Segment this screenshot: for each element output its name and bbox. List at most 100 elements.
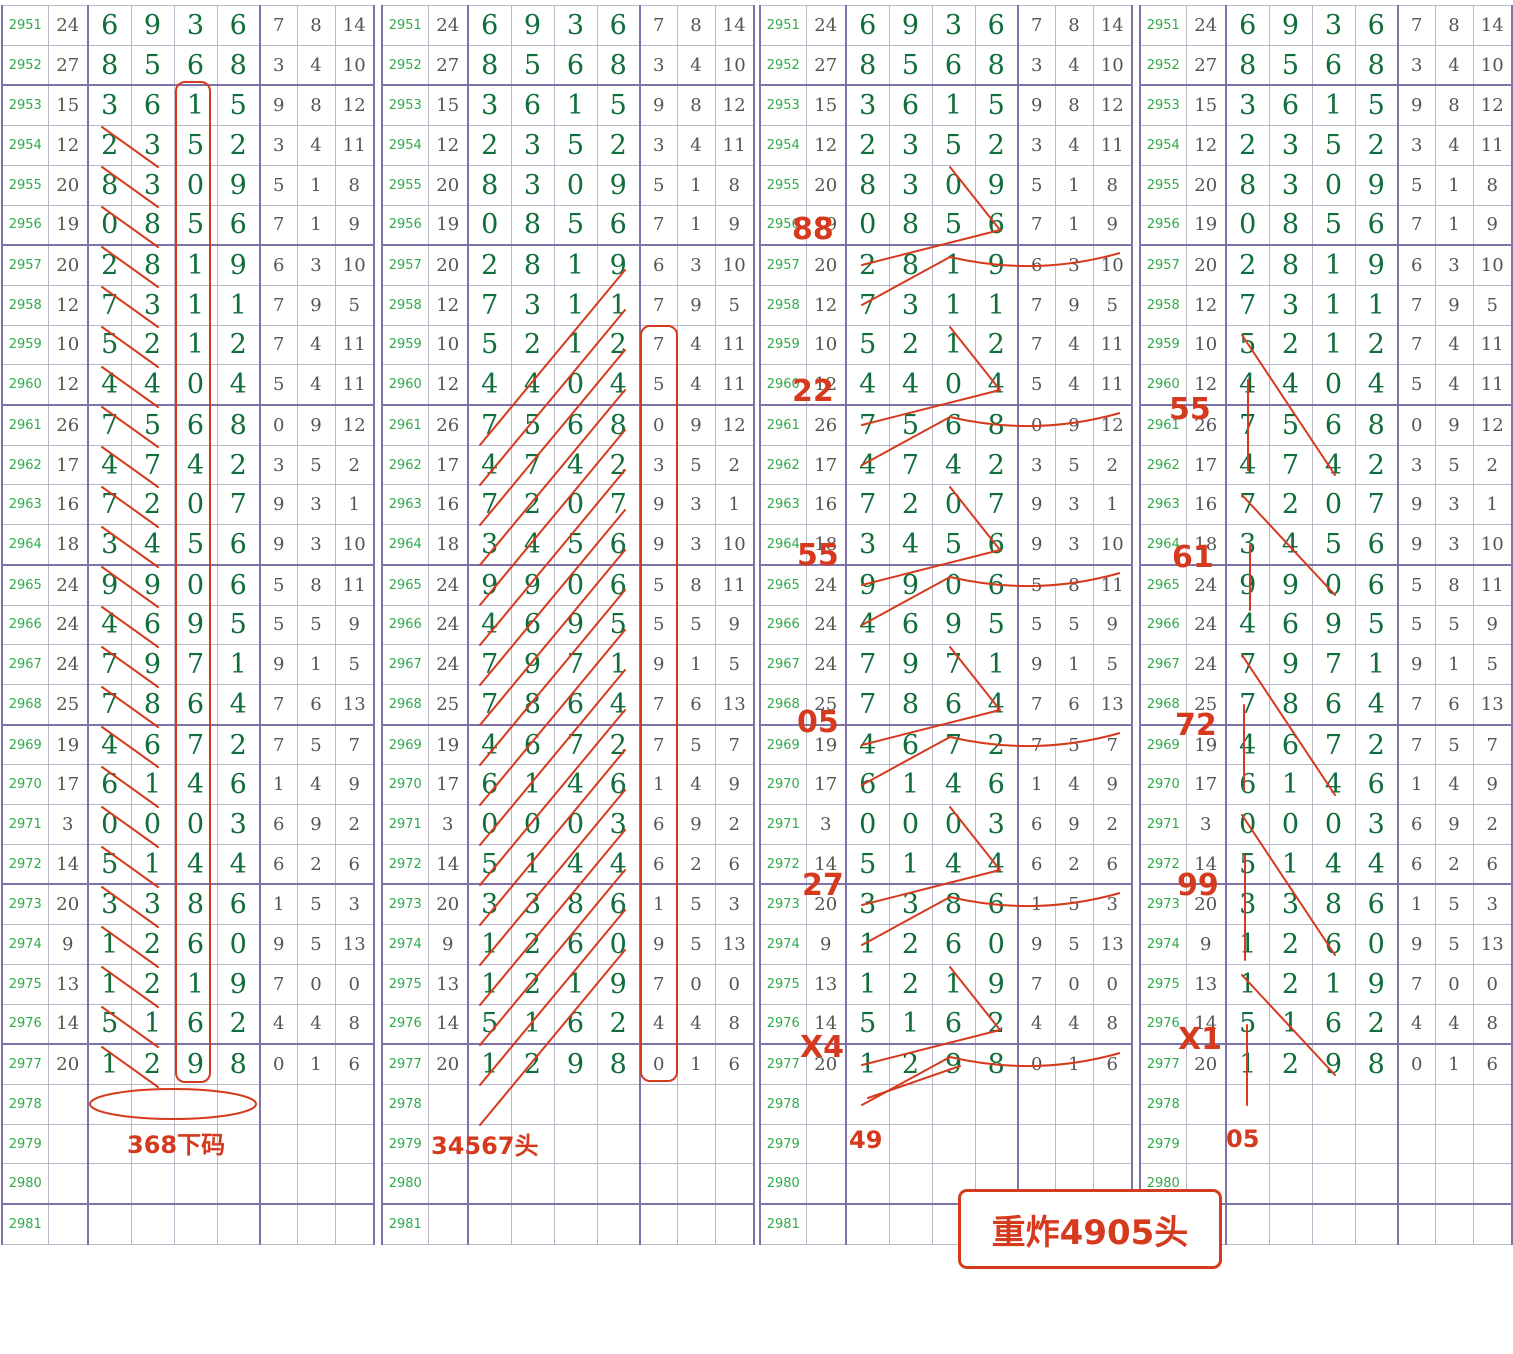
digit-cell: 5: [467, 1003, 512, 1045]
issue-number-cell: 2951: [1, 5, 49, 46]
digit-cell: [87, 1083, 132, 1125]
stat-cell: 5: [1054, 883, 1094, 926]
stat-cell: 7: [1397, 5, 1436, 46]
digit-cell: 6: [931, 1003, 976, 1045]
issue-number-cell: 2965: [1139, 563, 1187, 606]
digit-cell: 1: [974, 644, 1019, 685]
digit-cell: 2: [1354, 444, 1399, 486]
stat-cell: 3: [639, 44, 678, 86]
stat-cell: 5: [334, 644, 375, 685]
stat-cell: 6: [1397, 244, 1436, 286]
stat-cell: 7: [1017, 683, 1056, 726]
stat-cell: 4: [1434, 44, 1474, 86]
digit-cell: 6: [553, 404, 598, 446]
stat-cell: 10: [1472, 44, 1513, 86]
issue-number-cell: 2973: [1139, 883, 1187, 926]
sum-cell: 17: [47, 764, 89, 806]
digit-cell: 1: [931, 284, 976, 326]
digit-cell: 9: [596, 244, 641, 286]
stat-cell: 7: [1092, 723, 1133, 766]
digit-cell: 0: [87, 804, 132, 845]
digit-cell: 1: [1268, 764, 1313, 806]
digit-cell: 7: [1225, 484, 1270, 526]
annotation-x4: X4: [800, 1030, 845, 1065]
sum-cell: 19: [47, 204, 89, 246]
stat-cell: 8: [296, 5, 336, 46]
stat-cell: 5: [676, 883, 716, 926]
stat-cell: 4: [1054, 364, 1094, 406]
stat-cell: 7: [1397, 324, 1436, 366]
digit-cell: 0: [931, 563, 976, 606]
issue-number-cell: 2975: [759, 963, 807, 1005]
stat-cell: 9: [1397, 644, 1436, 685]
stat-cell: 5: [676, 723, 716, 766]
sum-cell: 24: [427, 5, 469, 46]
digit-cell: [130, 1203, 175, 1246]
stat-cell: 9: [639, 484, 678, 526]
stat-cell: 7: [1397, 723, 1436, 766]
annotation-88: 88: [792, 212, 834, 247]
digit-cell: 2: [1225, 244, 1270, 286]
stat-cell: 1: [1434, 644, 1474, 685]
digit-cell: [216, 1163, 261, 1205]
stat-cell: 10: [334, 524, 375, 566]
digit-cell: 6: [216, 5, 261, 46]
digit-cell: 6: [1268, 84, 1313, 127]
digit-cell: 8: [888, 683, 933, 726]
digit-cell: 9: [974, 164, 1019, 206]
issue-number-cell: 2952: [1139, 44, 1187, 86]
digit-cell: [216, 1203, 261, 1246]
digit-cell: 4: [1311, 764, 1356, 806]
digit-cell: 6: [173, 924, 218, 965]
stat-cell: 8: [1054, 5, 1094, 46]
digit-cell: 8: [216, 404, 261, 446]
sum-cell: 20: [427, 1043, 469, 1085]
issue-number-cell: 2975: [1139, 963, 1187, 1005]
digit-cell: 6: [87, 5, 132, 46]
digit-cell: 8: [1225, 164, 1270, 206]
issue-number-cell: 2954: [759, 125, 807, 166]
digit-cell: 8: [974, 404, 1019, 446]
digit-cell: [931, 1083, 976, 1125]
digit-cell: 5: [130, 44, 175, 86]
sum-cell: 12: [427, 364, 469, 406]
stat-cell: 9: [1434, 804, 1474, 845]
digit-cell: 4: [888, 364, 933, 406]
sum-cell: 17: [427, 444, 469, 486]
digit-cell: 9: [1268, 5, 1313, 46]
stat-cell: 9: [639, 644, 678, 685]
digit-cell: 1: [845, 924, 890, 965]
digit-cell: 8: [87, 164, 132, 206]
sum-cell: 17: [805, 444, 847, 486]
issue-number-cell: 2961: [759, 404, 807, 446]
stat-cell: [1054, 1083, 1094, 1125]
issue-number-cell: 2961: [381, 404, 429, 446]
stat-cell: 2: [1472, 804, 1513, 845]
digit-cell: 9: [216, 244, 261, 286]
digit-cell: 1: [931, 324, 976, 366]
digit-cell: 5: [931, 204, 976, 246]
digit-cell: 1: [216, 284, 261, 326]
digit-cell: [467, 1163, 512, 1205]
digit-cell: 2: [216, 444, 261, 486]
digit-cell: 5: [1225, 1003, 1270, 1045]
issue-number-cell: 2962: [381, 444, 429, 486]
sum-cell: 24: [47, 604, 89, 646]
digit-cell: [130, 1163, 175, 1205]
digit-cell: 7: [1354, 484, 1399, 526]
sum-cell: 9: [427, 924, 469, 965]
digit-cell: 7: [130, 444, 175, 486]
digit-cell: 8: [1354, 44, 1399, 86]
digit-cell: 1: [173, 324, 218, 366]
digit-cell: 3: [888, 284, 933, 326]
issue-number-cell: 2956: [1, 204, 49, 246]
digit-cell: 9: [173, 604, 218, 646]
digit-cell: 0: [173, 484, 218, 526]
sum-cell: 14: [47, 843, 89, 885]
digit-cell: 6: [1311, 1003, 1356, 1045]
